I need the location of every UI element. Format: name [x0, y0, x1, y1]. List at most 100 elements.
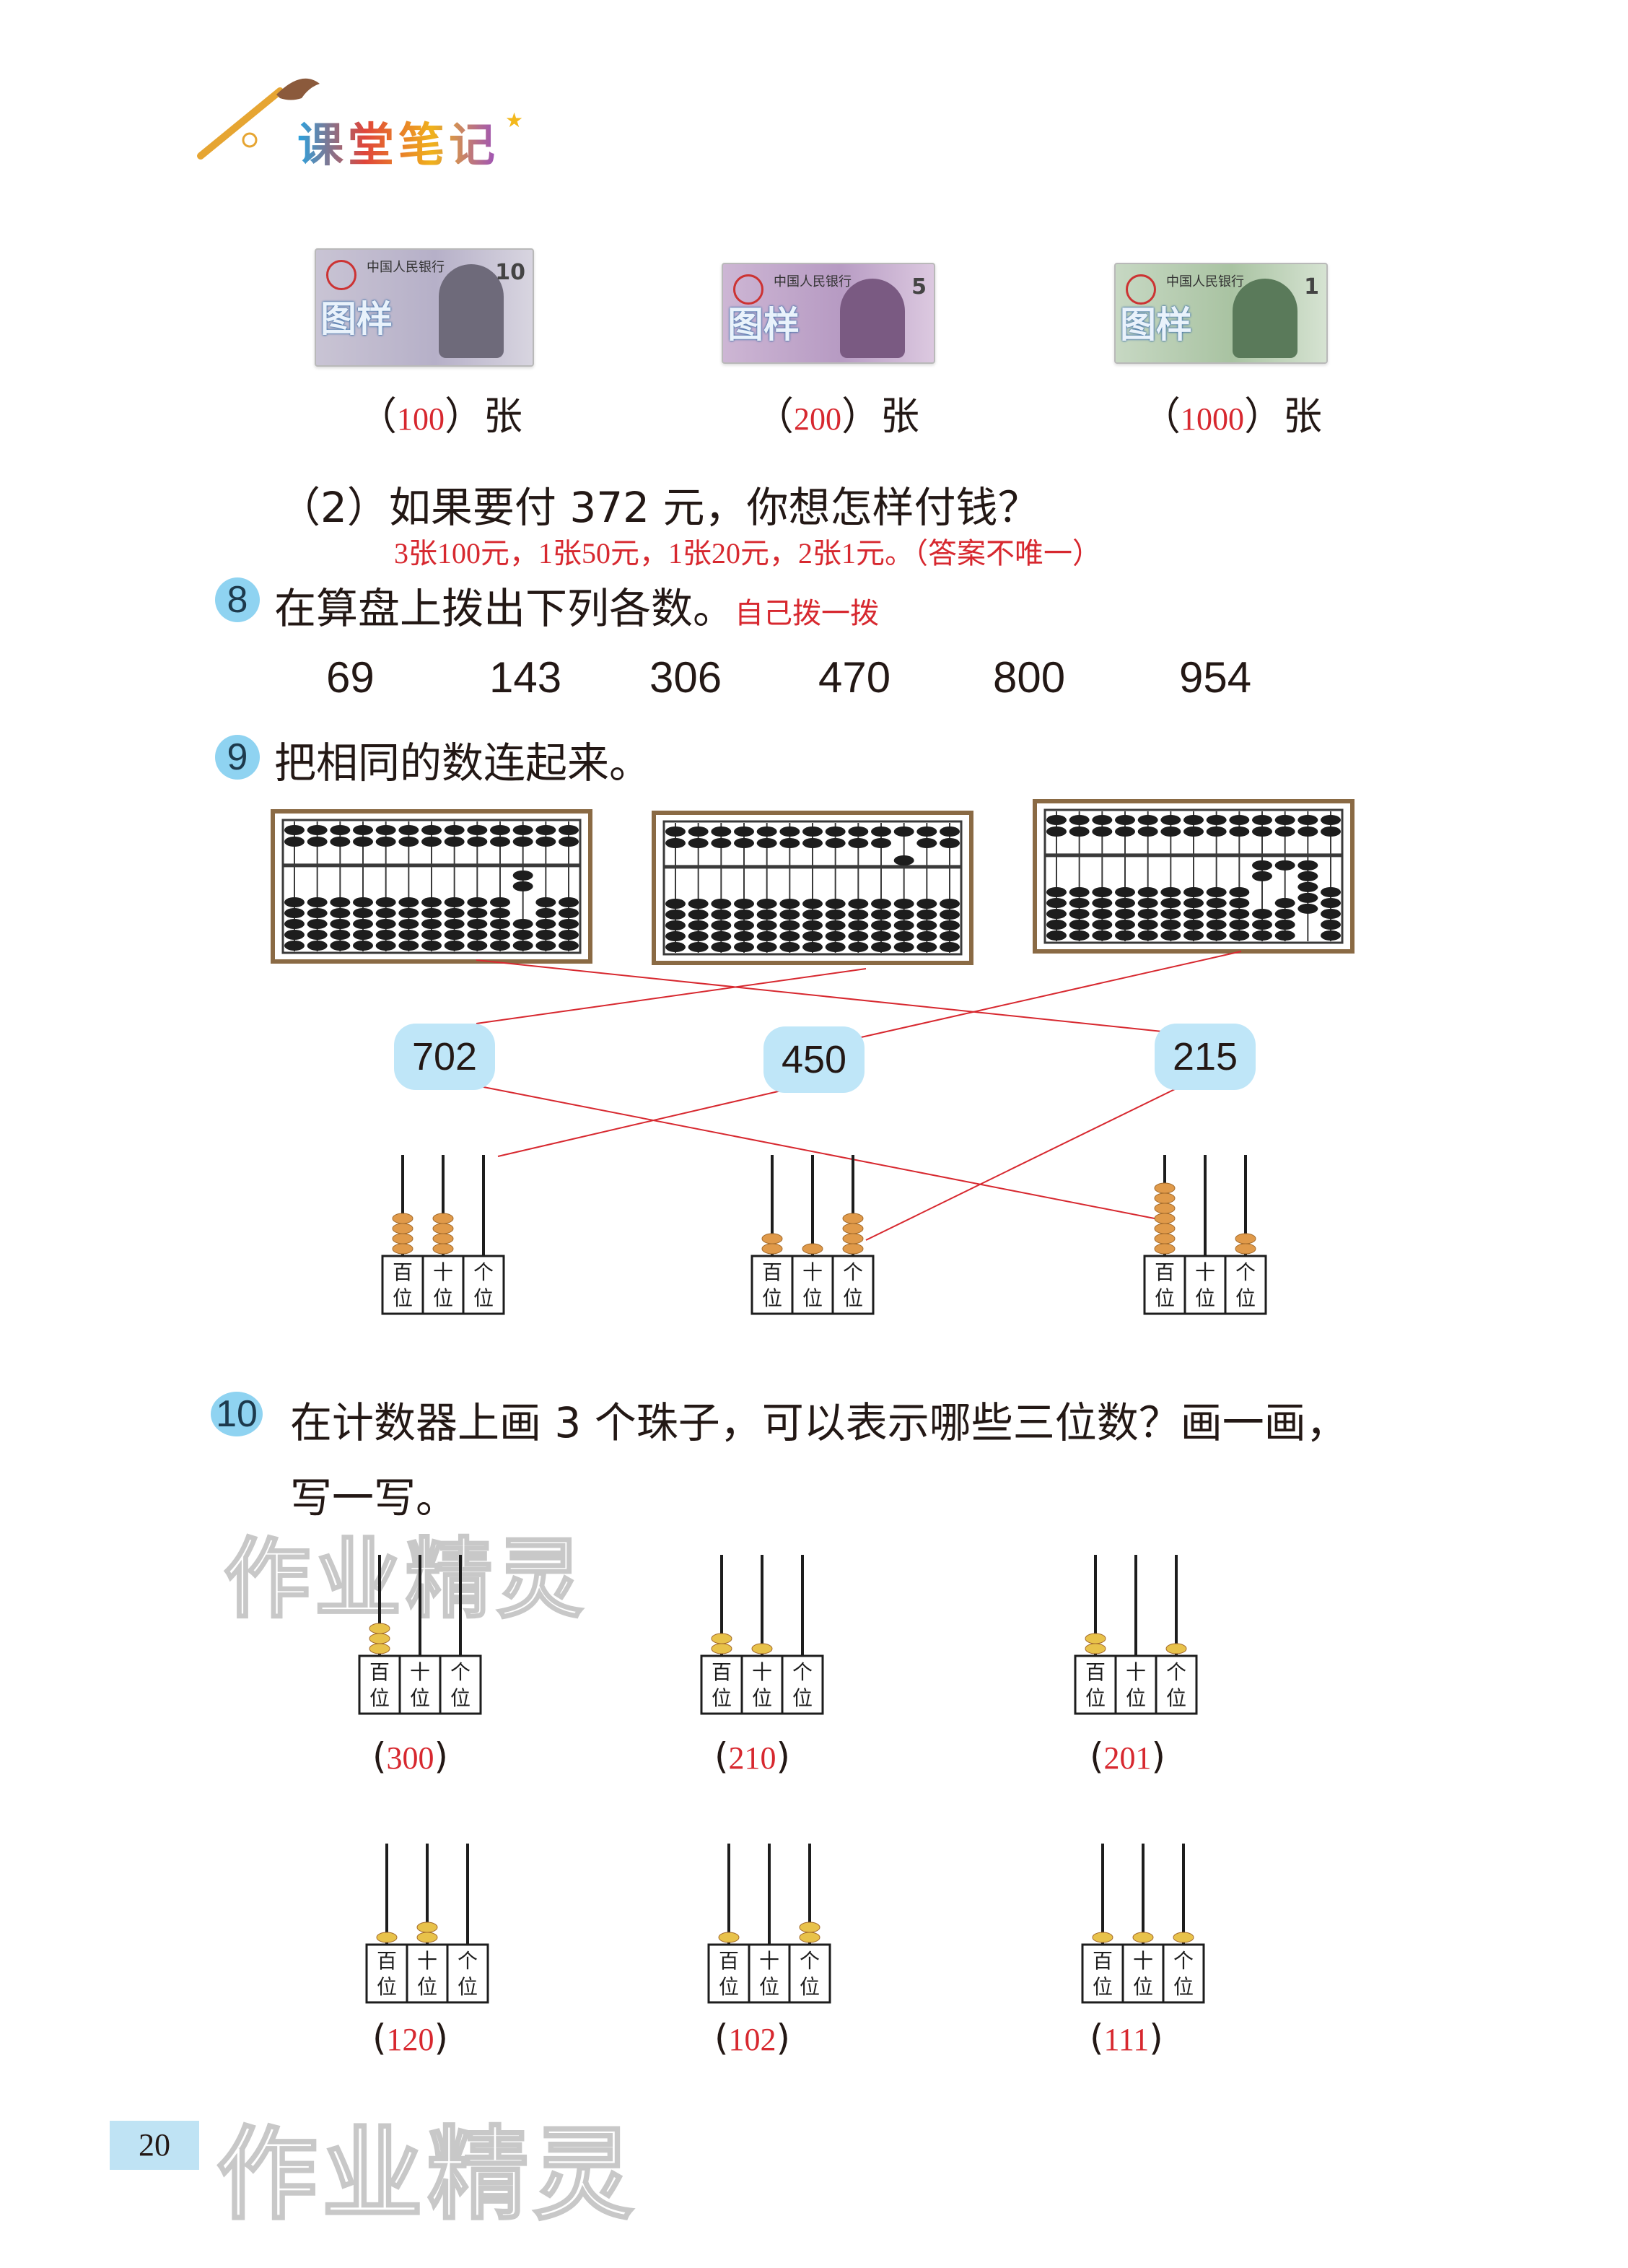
- counter-bead: [376, 1932, 398, 1943]
- abacus-bead: [512, 930, 533, 940]
- abacus-bead: [734, 910, 754, 920]
- q10-answer-6: (111): [1090, 2017, 1163, 2059]
- abacus-bead: [559, 837, 579, 847]
- q10-answer-2: (210): [714, 1735, 791, 1777]
- counter-place-label: 位: [369, 1686, 390, 1710]
- counter-label-box: [439, 1654, 482, 1715]
- counter-bead: [392, 1213, 413, 1224]
- abacus-bead: [1160, 826, 1181, 837]
- abacus-bead: [779, 838, 800, 848]
- abacus-bead: [1046, 930, 1067, 941]
- abacus-bead: [284, 908, 305, 918]
- abacus-bead: [825, 920, 846, 930]
- denomination: 1: [1304, 274, 1319, 300]
- abacus-bead: [825, 826, 846, 837]
- abacus-bead: [1115, 930, 1135, 941]
- abacus-bead: [734, 838, 754, 848]
- abacus-bead: [467, 919, 488, 929]
- abacus-bead: [1115, 920, 1135, 930]
- abacus-bead: [916, 826, 937, 837]
- abacus-bead: [559, 908, 579, 918]
- abacus-bead: [330, 941, 351, 951]
- counter-place-label: 位: [450, 1686, 471, 1710]
- counter-place-label: 个: [1235, 1260, 1256, 1284]
- abacus-bead: [284, 919, 305, 929]
- abacus-bead: [1092, 887, 1113, 897]
- counter-bead: [1154, 1223, 1176, 1234]
- abacus-bead: [711, 920, 732, 930]
- abacus-bead: [512, 825, 533, 835]
- abacus-bead: [871, 920, 891, 930]
- q7-part2-answer: 3张100元，1张50元，1张20元，2张1元。（答案不唯一）: [394, 537, 1101, 570]
- abacus-bead: [1183, 815, 1204, 825]
- abacus-bead: [353, 897, 373, 907]
- abacus-bead: [330, 930, 351, 940]
- abacus-bead: [535, 897, 556, 907]
- counter-place-label: 个: [1173, 1949, 1194, 1973]
- abacus-bead: [1274, 909, 1295, 919]
- counter-place-label: 位: [377, 1975, 397, 1999]
- specimen-mark: 图样: [320, 298, 393, 340]
- abacus-bead: [330, 897, 351, 907]
- counter-bead: [711, 1633, 732, 1644]
- counter-bead: [1235, 1243, 1256, 1255]
- abacus-bead: [1297, 871, 1318, 881]
- counter-place-label: 位: [1126, 1686, 1146, 1710]
- counter-place-label: 个: [473, 1260, 494, 1284]
- abacus-bead: [802, 899, 823, 909]
- abacus-bead: [1229, 826, 1250, 837]
- counter-bead: [369, 1643, 390, 1654]
- abacus-bead: [1046, 887, 1067, 897]
- abacus-bead: [893, 920, 914, 930]
- abacus-bead: [1137, 815, 1158, 825]
- counter-label-box: [421, 1255, 465, 1315]
- abacus-bead: [1252, 815, 1272, 825]
- q8-number: 143: [489, 653, 562, 702]
- counter-label-box: [1162, 1943, 1205, 2004]
- q8-number: 306: [649, 653, 722, 702]
- abacus-bead: [1046, 898, 1067, 908]
- abacus-bead: [1229, 815, 1250, 825]
- connect-line: [865, 1088, 1177, 1241]
- abacus-bead: [1137, 930, 1158, 941]
- abacus-bead: [284, 837, 305, 847]
- connect-line: [476, 959, 1170, 1033]
- counter-place-label: 位: [473, 1286, 494, 1310]
- counter-label-box: [1224, 1255, 1267, 1315]
- abacus-bead: [1137, 898, 1158, 908]
- counter-place-label: 十: [1195, 1260, 1215, 1284]
- q8-number: 800: [993, 653, 1066, 702]
- abacus-bead: [307, 941, 328, 951]
- counter-label-box: [365, 1943, 408, 2004]
- watermark-footer: 作业精灵: [215, 2116, 639, 2236]
- abacus-bead: [490, 908, 510, 918]
- abacus-bead: [1183, 909, 1204, 919]
- q10-answer-3: (201): [1090, 1735, 1166, 1777]
- abacus-bead: [1069, 920, 1090, 930]
- abacus-bead: [825, 899, 846, 909]
- counter-bead: [799, 1932, 820, 1943]
- abacus-bead: [802, 931, 823, 941]
- abacus-bead: [711, 910, 732, 920]
- abacus-bead: [688, 931, 709, 941]
- abacus-bead: [1321, 920, 1341, 930]
- abacus-bead: [940, 899, 960, 909]
- counter-place-label: 百: [762, 1260, 782, 1284]
- abacus-bead: [1183, 826, 1204, 837]
- abacus-bead: [779, 931, 800, 941]
- abacus-bead: [559, 919, 579, 929]
- q10-question-line2: 写一写。: [290, 1473, 458, 1522]
- q9-question: 把相同的数连起来。: [274, 738, 652, 788]
- abacus-bead: [665, 931, 686, 941]
- abacus-bead: [1274, 860, 1295, 871]
- number-bubble-450: 450: [763, 1026, 865, 1093]
- abacus: [652, 811, 973, 965]
- counter-place-label: 十: [1126, 1660, 1146, 1684]
- abacus-bead: [1321, 898, 1341, 908]
- abacus-bead: [893, 931, 914, 941]
- abacus-bead: [848, 838, 869, 848]
- abacus-bead: [1160, 815, 1181, 825]
- abacus-bead: [1160, 920, 1181, 930]
